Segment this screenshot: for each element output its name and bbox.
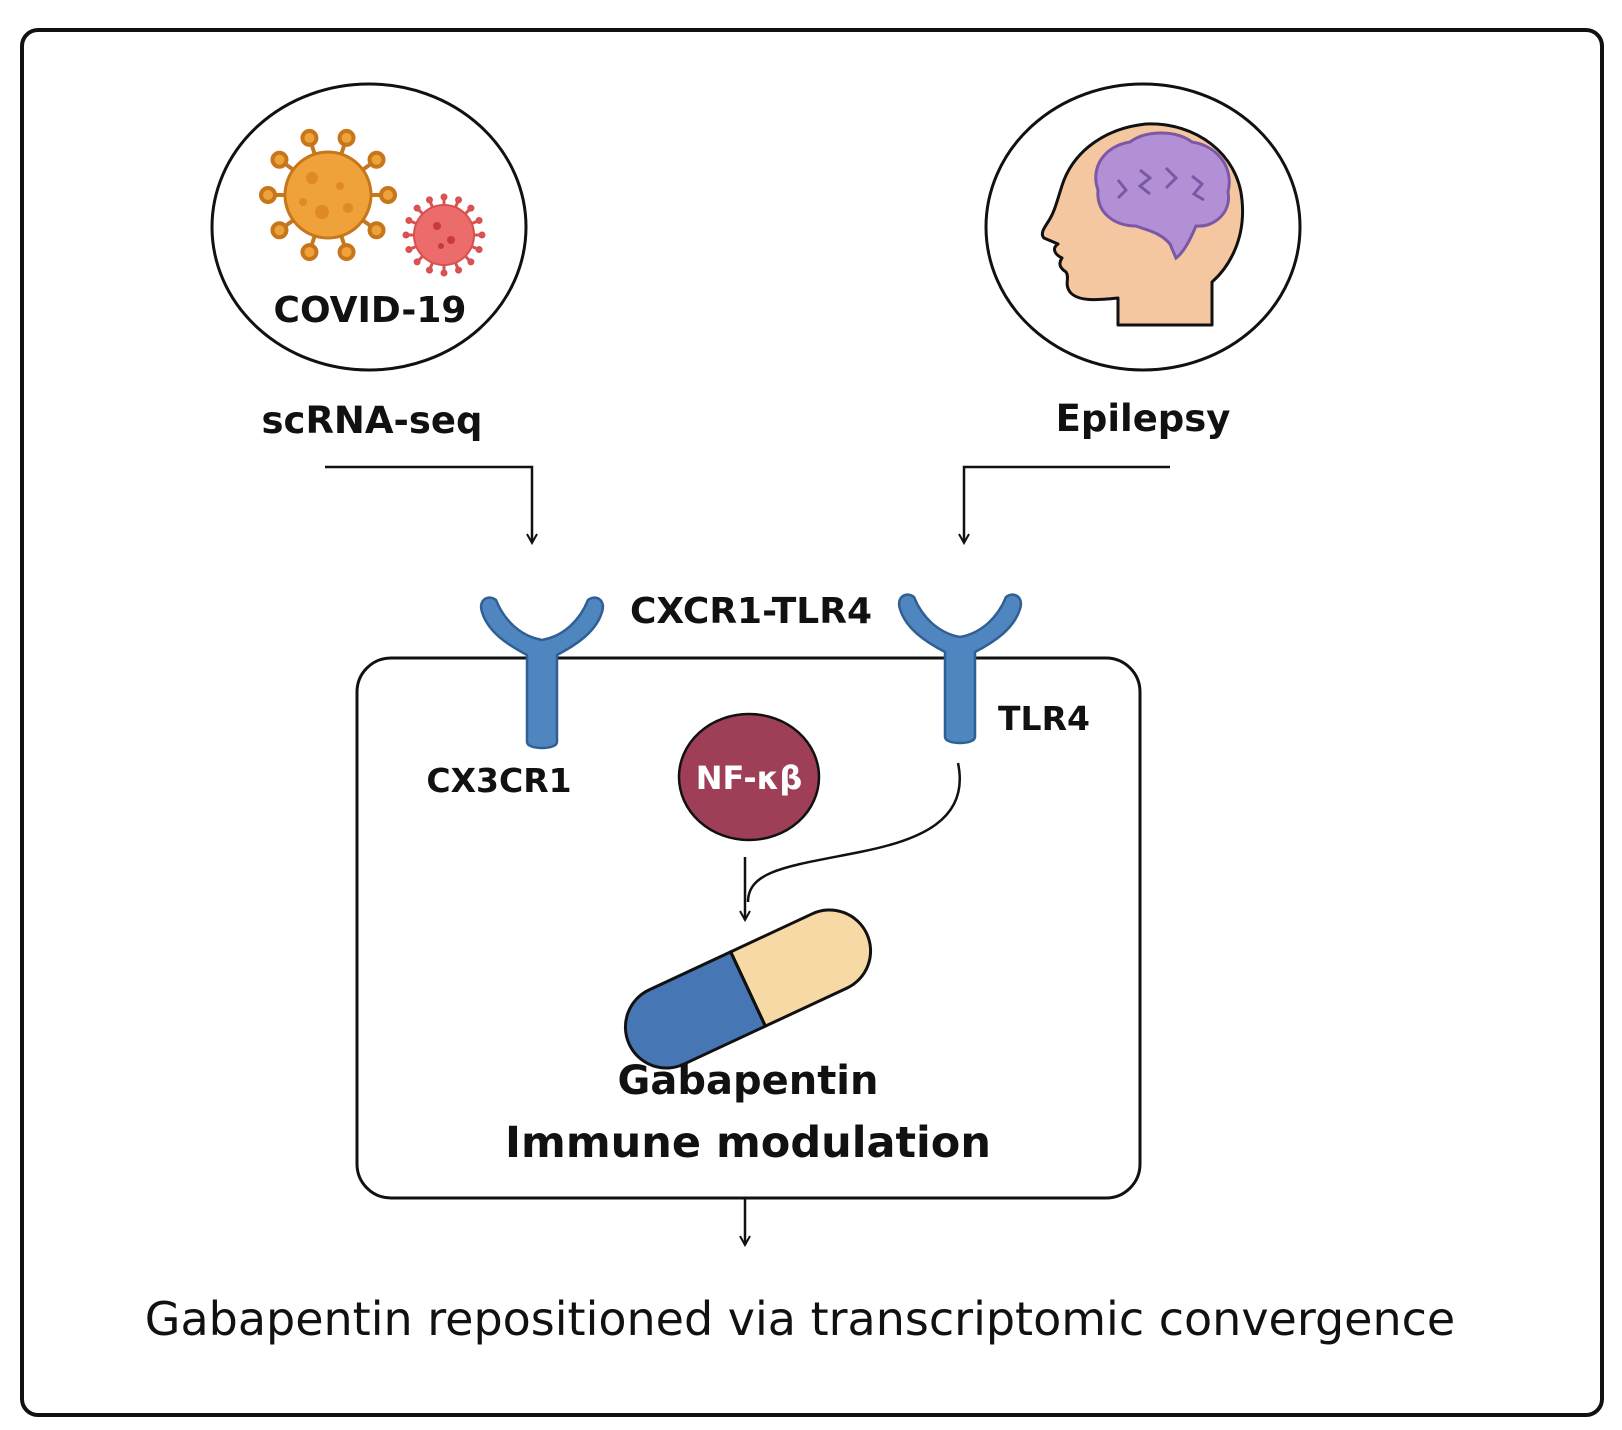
scrna-seq-label: scRNA-seq <box>261 399 482 442</box>
epilepsy-arrow <box>964 465 1170 543</box>
tlr4-label: TLR4 <box>998 699 1090 738</box>
virus-small-icon <box>402 193 486 277</box>
y-receptor-icon <box>479 596 605 750</box>
nfkb-node: NF-κβ <box>677 712 821 842</box>
covid-arrow <box>325 465 532 543</box>
nfkb-label: NF-κβ <box>696 759 803 797</box>
covid-label: COVID-19 <box>274 290 467 331</box>
virus-icon <box>259 128 397 262</box>
cell-box <box>355 656 1142 1200</box>
y-receptor-icon <box>897 593 1023 745</box>
complex-label: CXCR1-TLR4 <box>630 591 872 632</box>
head-brain-icon <box>1040 122 1245 327</box>
epilepsy-label: Epilepsy <box>1056 397 1231 440</box>
drug-label: Gabapentin <box>618 1058 879 1104</box>
tlr4-curve-arrow <box>746 762 961 903</box>
cx3cr1-label: CX3CR1 <box>426 761 571 800</box>
effect-label: Immune modulation <box>505 1118 991 1168</box>
caption: Gabapentin repositioned via transcriptom… <box>145 1292 1455 1346</box>
epilepsy-panel <box>984 82 1302 372</box>
covid-panel: COVID-19 <box>210 82 528 372</box>
capsule-icon <box>623 908 873 1070</box>
